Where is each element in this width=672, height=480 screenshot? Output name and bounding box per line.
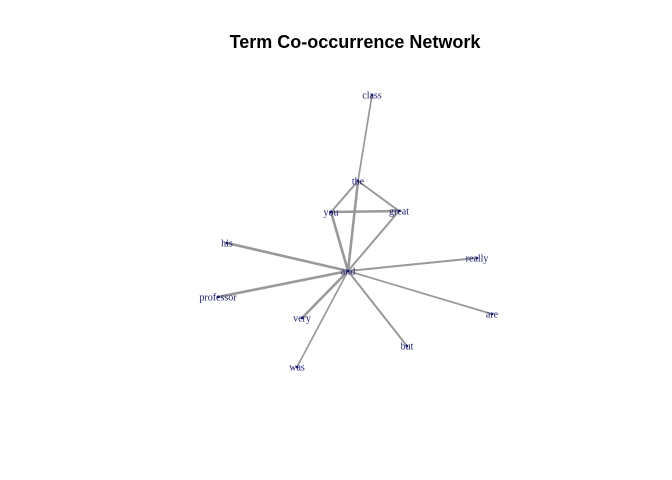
edge-and-are <box>347 270 493 315</box>
node-label: was <box>289 363 305 374</box>
node-label: professor <box>199 293 237 304</box>
node-great: great <box>389 207 409 218</box>
node-dot <box>300 316 304 320</box>
edge-and-but <box>347 270 408 347</box>
edge-and-great <box>347 210 400 272</box>
edge-and-you <box>329 210 350 273</box>
edge-the-class <box>357 94 373 182</box>
node-and: and <box>341 267 355 278</box>
node-the: the <box>352 177 365 188</box>
edge-the-great <box>357 180 400 212</box>
edge-and-the <box>346 179 360 273</box>
node-his: his <box>221 239 233 250</box>
node-label: class <box>362 91 382 102</box>
node-dot <box>490 312 494 316</box>
node-dot <box>225 241 229 245</box>
edge-the-you <box>330 180 359 213</box>
node-dot <box>356 179 360 183</box>
edge-and-was <box>296 270 349 368</box>
node-was: was <box>289 363 305 374</box>
edge-and-really <box>347 257 478 272</box>
node-dot <box>370 93 374 97</box>
node-dot <box>216 295 220 299</box>
node-label: are <box>486 310 499 321</box>
node-label: very <box>293 314 311 325</box>
node-but: but <box>401 342 414 353</box>
node-are: are <box>486 310 499 321</box>
chart-title: Term Co-occurrence Network <box>230 32 482 52</box>
node-really: really <box>466 254 489 265</box>
node-label: you <box>324 208 339 219</box>
node-dot <box>405 344 409 348</box>
node-dot <box>346 269 350 273</box>
edges-layer <box>216 94 493 368</box>
node-label: and <box>341 267 355 278</box>
node-label: but <box>401 342 414 353</box>
node-dot <box>475 256 479 260</box>
edge-you-great <box>329 209 401 214</box>
node-label: really <box>466 254 489 265</box>
node-professor: professor <box>199 293 237 304</box>
node-you: you <box>324 208 339 219</box>
node-dot <box>397 209 401 213</box>
node-dot <box>295 365 299 369</box>
edge-and-his <box>225 241 350 273</box>
node-very: very <box>293 314 311 325</box>
node-class: class <box>362 91 382 102</box>
node-label: great <box>389 207 409 218</box>
node-label: his <box>221 239 233 250</box>
nodes-layer: and class the you great his really professor ver… <box>199 91 498 374</box>
edge-and-professor <box>216 269 350 299</box>
edge-and-very <box>300 269 350 320</box>
node-dot <box>329 210 333 214</box>
node-label: the <box>352 177 365 188</box>
